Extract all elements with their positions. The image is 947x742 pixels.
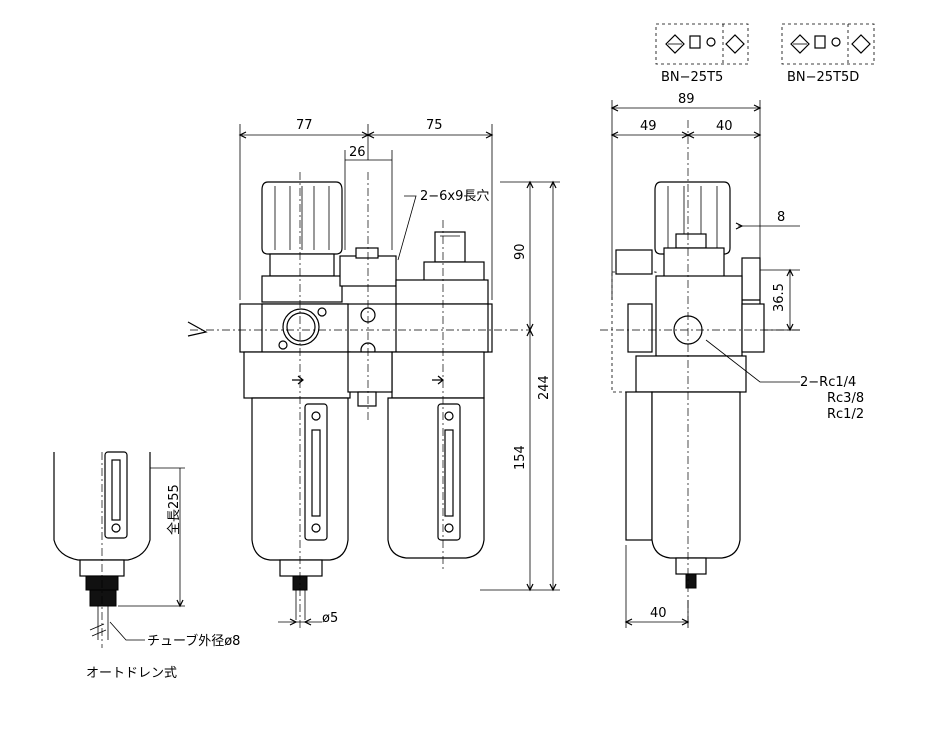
symbol-label-bn-25t5: BN−25T5 bbox=[661, 70, 723, 85]
auto-drain-detail bbox=[53, 451, 185, 648]
ports-line-1: 2−Rc1/4 bbox=[800, 375, 856, 390]
dim-8: 8 bbox=[777, 210, 785, 225]
dim-26: 26 bbox=[349, 145, 366, 160]
dim-89: 89 bbox=[678, 92, 695, 107]
dim-77: 77 bbox=[296, 118, 313, 133]
front-dimensions bbox=[238, 124, 560, 626]
dim-36-5: 36.5 bbox=[772, 283, 787, 312]
dim-154: 154 bbox=[513, 445, 528, 470]
symbol-label-bn-25t5d: BN−25T5D bbox=[787, 70, 859, 85]
front-view bbox=[187, 172, 530, 630]
auto-drain-title: オートドレン式 bbox=[86, 666, 177, 681]
ports-line-3: Rc1/2 bbox=[827, 407, 864, 422]
dim-40-bottom: 40 bbox=[650, 606, 667, 621]
dim-75: 75 bbox=[426, 118, 443, 133]
dim-40-top: 40 bbox=[716, 119, 733, 134]
dim-244: 244 bbox=[537, 375, 552, 400]
tube-outer-dia: チューブ外径ø8 bbox=[147, 633, 240, 649]
symbol-bn-25t5d bbox=[781, 23, 875, 65]
dim-tube-dia: ø5 bbox=[322, 611, 338, 626]
dim-49: 49 bbox=[640, 119, 657, 134]
side-view bbox=[600, 100, 800, 628]
auto-drain-length: 全長255 bbox=[166, 484, 182, 535]
symbol-bn-25t5 bbox=[655, 23, 749, 65]
ports-line-2: Rc3/8 bbox=[827, 391, 864, 406]
dim-90: 90 bbox=[513, 243, 528, 260]
dim-slot: 2−6x9長穴 bbox=[420, 189, 489, 204]
